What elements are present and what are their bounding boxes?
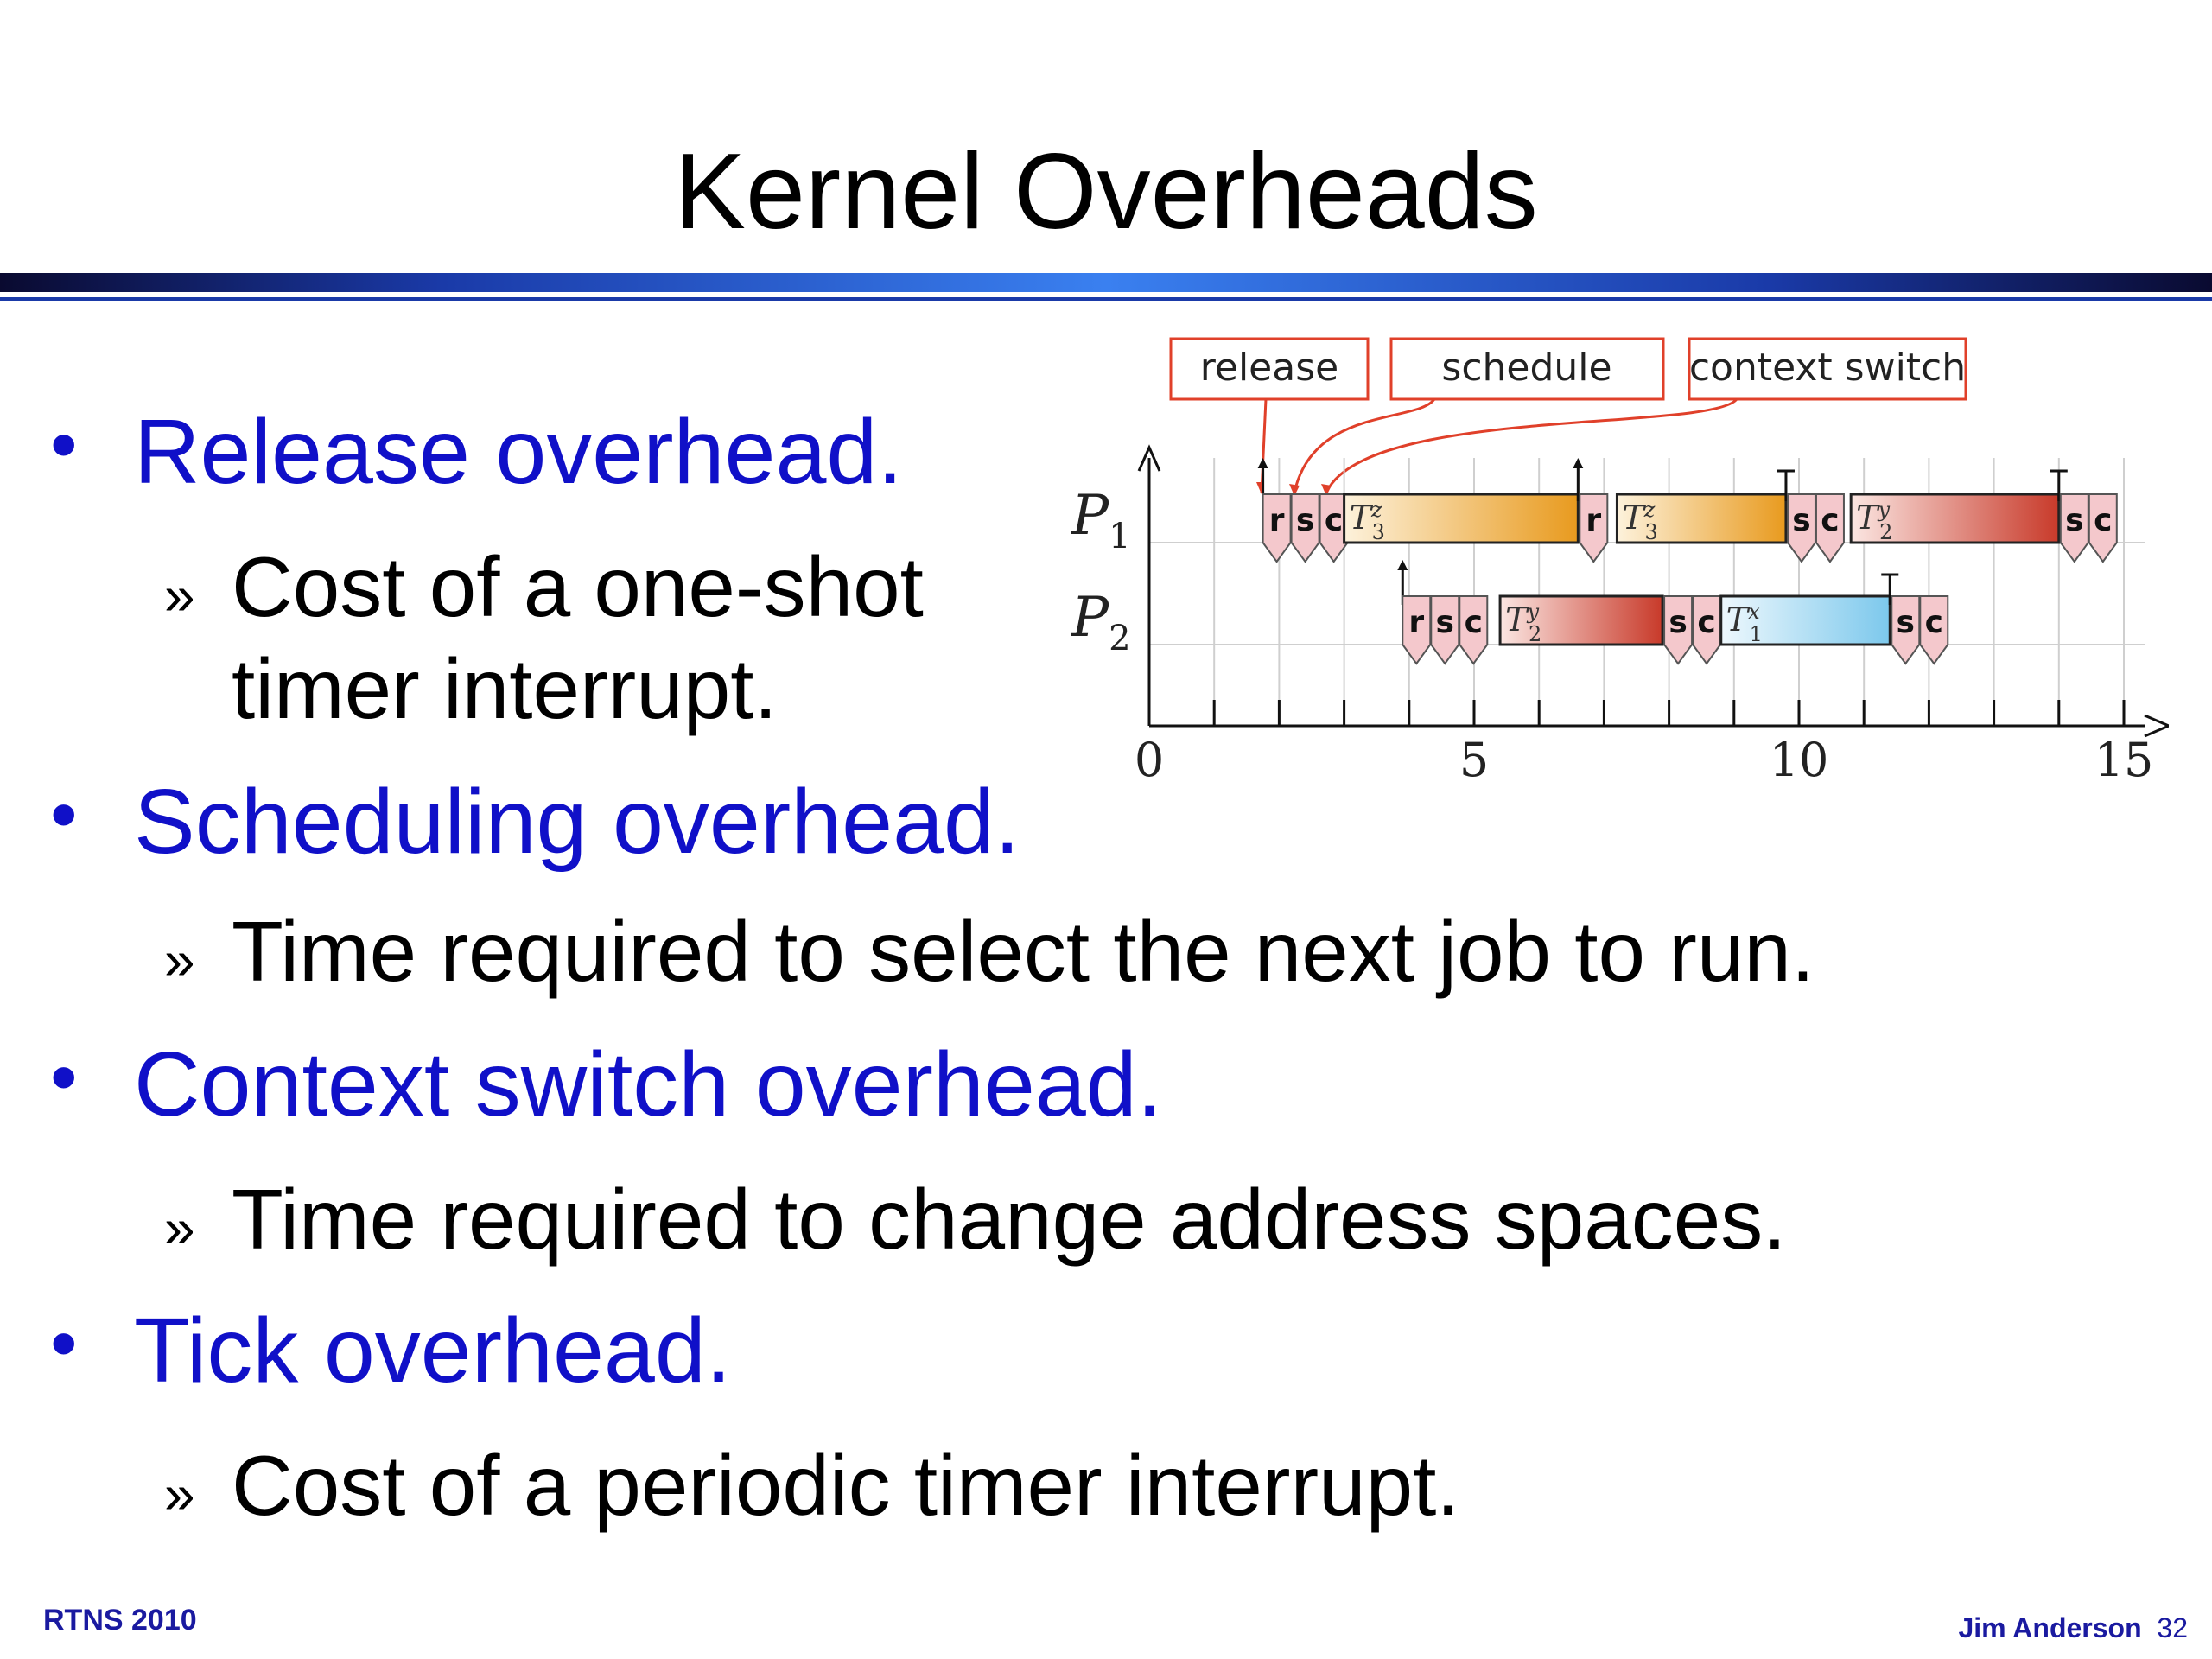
tick-label-5: 5 (1459, 733, 1489, 787)
overhead-marker (1891, 595, 1921, 665)
context-switch-pointer (1325, 397, 1738, 493)
overhead-marker (2088, 493, 2118, 563)
sub-text: Cost of a periodic timer interrupt. (232, 1438, 1460, 1533)
overhead-marker (1262, 493, 1292, 563)
processor-p1-label: P1 (1071, 484, 1131, 556)
overhead-marker (1815, 493, 1845, 563)
overhead-label: s (1669, 605, 1687, 640)
legend-context-switch-label: context switch (1689, 346, 1966, 390)
overhead-label: r (1586, 503, 1601, 538)
sub-text: Time required to select the next job to … (232, 904, 1815, 999)
tick-label-15: 15 (2094, 733, 2154, 787)
task-bar (1615, 493, 1788, 544)
overhead-label: s (1436, 605, 1454, 640)
processor-p2-label: P2 (1071, 586, 1131, 658)
schedule-diagram: release schedule context switch P1 P2 0 … (1071, 337, 2169, 787)
sub-marker: » (164, 564, 195, 626)
bullet-dot: • (50, 1034, 78, 1121)
overhead-marker (1919, 595, 1949, 665)
footer-author-page: Jim Anderson 32 (1958, 1612, 2188, 1644)
overhead-label: c (1465, 605, 1483, 640)
overhead-marker (1579, 493, 1609, 563)
bullet-dot: • (50, 772, 78, 858)
overhead-marker (1430, 595, 1460, 665)
overhead-marker (1692, 595, 1722, 665)
overhead-label: c (1697, 605, 1715, 640)
legend-schedule-label: schedule (1441, 346, 1611, 390)
sub-text: Time required to change address spaces. (232, 1172, 1787, 1267)
overhead-label: c (1925, 605, 1943, 640)
overhead-marker (1663, 595, 1694, 665)
legend-release: release (1169, 337, 1370, 401)
overhead-label: c (2094, 503, 2112, 538)
sub-text: timer interrupt. (232, 641, 778, 736)
bullet-dot: • (50, 1300, 78, 1387)
overhead-label: r (1408, 605, 1424, 640)
tick-label-0: 0 (1135, 733, 1164, 787)
task-bar (1498, 594, 1664, 646)
overhead-marker (1786, 493, 1816, 563)
task-bar (1343, 493, 1580, 544)
author-name: Jim Anderson (1958, 1612, 2142, 1643)
legend-release-label: release (1200, 346, 1338, 390)
bullet-label: Scheduling overhead. (134, 771, 1020, 873)
sub-text: Cost of a one-shot (232, 539, 924, 634)
overhead-label: c (1325, 503, 1343, 538)
overhead-marker (1402, 595, 1432, 665)
bullet-label: Tick overhead. (134, 1300, 732, 1402)
title-rule (0, 273, 2212, 301)
overhead-label: s (1296, 503, 1314, 538)
sub-marker: » (164, 1197, 195, 1259)
overhead-marker (1459, 595, 1489, 665)
overhead-label: r (1269, 503, 1285, 538)
conference-label: RTNS 2010 (43, 1604, 197, 1637)
overhead-label: s (1792, 503, 1810, 538)
task-bar (1849, 493, 2061, 544)
task-bar (1719, 594, 1891, 646)
sub-marker: » (164, 1463, 195, 1525)
sub-marker: » (164, 929, 195, 991)
overhead-label: s (2065, 503, 2083, 538)
bullet-label: Context switch overhead. (134, 1033, 1163, 1135)
slide-title: Kernel Overheads (674, 132, 1538, 251)
schedule-pointer (1293, 398, 1436, 493)
overhead-label: c (1821, 503, 1839, 538)
overhead-marker (1290, 493, 1320, 563)
overhead-label: s (1897, 605, 1915, 640)
bullet-label: Release overhead. (134, 401, 903, 503)
legend-schedule: schedule (1389, 337, 1665, 401)
overhead-marker (2059, 493, 2089, 563)
bullet-dot: • (50, 402, 78, 488)
page-number: 32 (2157, 1612, 2188, 1643)
legend-context-switch: context switch (1688, 337, 1967, 401)
tick-label-10: 10 (1770, 733, 1829, 787)
